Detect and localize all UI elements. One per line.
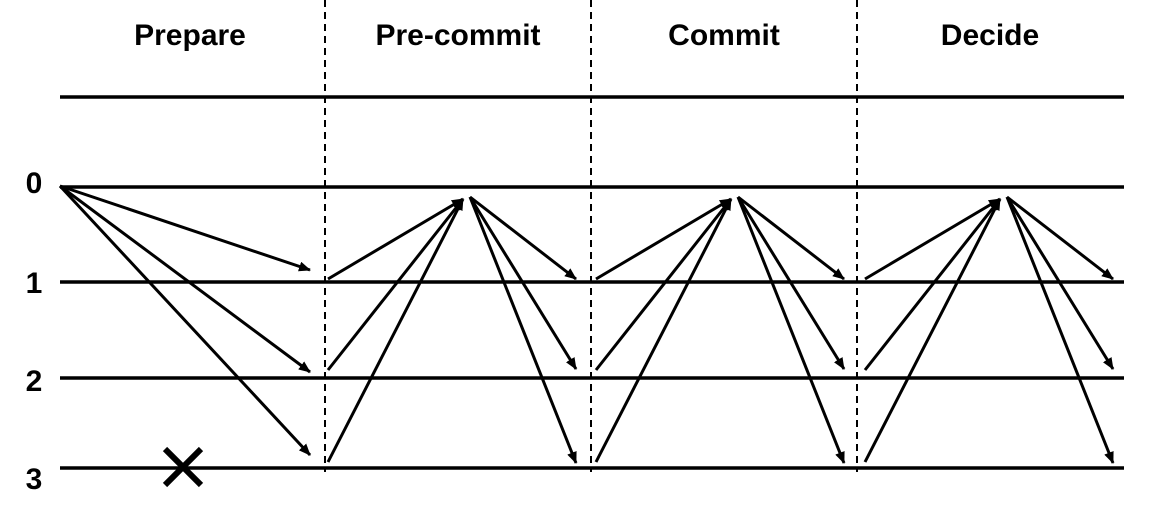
message-arrow-commit-vote-2 — [594, 198, 733, 371]
phase-label-pre-commit: Pre-commit — [375, 19, 540, 52]
message-arrow-prepare-3 — [58, 184, 312, 457]
message-arrow-commit-vote-1 — [595, 197, 732, 281]
message-arrow-commit-send-2 — [736, 196, 846, 370]
message-arrow-decide-send-3 — [1005, 196, 1115, 464]
message-arrow-decide-vote-2 — [863, 198, 1002, 371]
node-label-3: 3 — [26, 463, 43, 496]
phase-label-prepare: Prepare — [134, 19, 246, 52]
node-label-0: 0 — [26, 167, 43, 200]
message-arrow-pre-commit-send-1 — [469, 195, 577, 281]
message-arrow-decide-vote-3 — [863, 198, 1002, 463]
message-arrows — [58, 184, 1115, 464]
message-arrow-decide-send-1 — [1006, 195, 1114, 281]
message-arrow-pre-commit-send-3 — [468, 196, 578, 464]
phase-label-commit: Commit — [668, 19, 780, 52]
node-label-2: 2 — [26, 365, 43, 398]
message-arrow-decide-vote-1 — [864, 197, 1001, 281]
message-arrow-prepare-1 — [59, 184, 311, 272]
message-arrow-prepare-2 — [59, 184, 311, 374]
x-mark-icon — [162, 446, 204, 488]
message-arrow-commit-vote-3 — [594, 198, 733, 463]
message-arrow-pre-commit-vote-3 — [326, 198, 465, 463]
message-arrow-pre-commit-vote-1 — [327, 197, 464, 281]
message-arrow-commit-send-3 — [736, 196, 846, 464]
node-label-1: 1 — [26, 267, 43, 300]
phase-label-decide: Decide — [941, 19, 1039, 52]
message-arrow-pre-commit-vote-2 — [326, 198, 465, 371]
message-arrow-decide-send-2 — [1005, 196, 1115, 370]
message-arrow-commit-send-1 — [737, 195, 845, 281]
message-arrow-pre-commit-send-2 — [468, 196, 578, 370]
